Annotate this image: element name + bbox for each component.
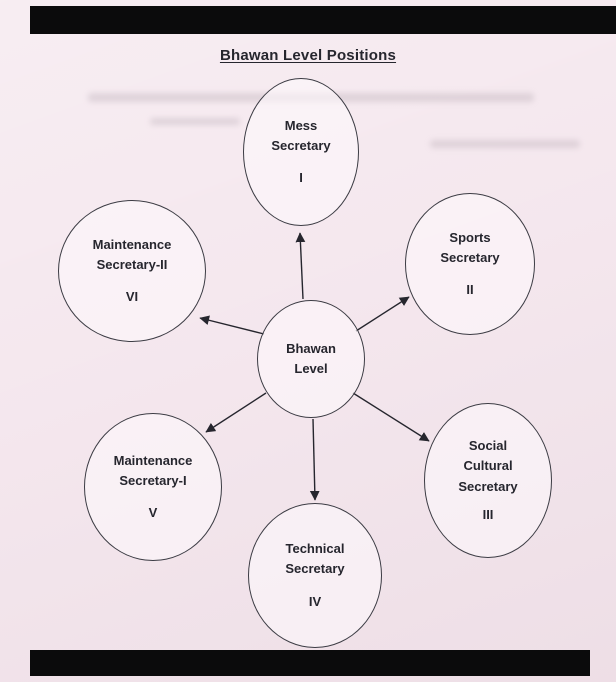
node-label-line: Secretary <box>271 137 331 153</box>
node-label: Maintenance Secretary-II <box>93 235 172 275</box>
node-label: Bhawan Level <box>286 339 336 379</box>
node-label-line: Bhawan <box>286 340 336 356</box>
node-maintenance-secretary-1: Maintenance Secretary-I V <box>84 413 222 561</box>
node-numeral: II <box>466 282 474 298</box>
arrow-center-to-social-cultural-secretary <box>352 392 430 442</box>
node-label-line: Maintenance <box>92 236 172 252</box>
node-label-line: Cultural <box>463 458 513 474</box>
node-label-line: Technical <box>285 541 345 557</box>
arrow-center-to-maintenance-secretary-1 <box>205 392 267 433</box>
node-numeral: V <box>148 505 158 521</box>
node-label: Technical Secretary <box>285 539 344 579</box>
node-label-line: Maintenance <box>113 452 193 468</box>
arrow-center-to-technical-secretary <box>309 418 320 501</box>
node-label-line: Secretary <box>458 478 518 494</box>
node-label: Maintenance Secretary-I <box>114 451 193 491</box>
node-label-line: Sports <box>449 229 491 245</box>
node-numeral: III <box>482 506 494 522</box>
node-numeral: IV <box>308 593 322 609</box>
node-technical-secretary: Technical Secretary IV <box>248 503 382 648</box>
node-label-line: Secretary <box>440 249 500 265</box>
node-bhawan-level: Bhawan Level <box>257 300 365 418</box>
node-sports-secretary: Sports Secretary II <box>405 193 535 335</box>
node-label-line: Secretary-I <box>119 472 187 488</box>
node-label: Mess Secretary <box>271 116 330 156</box>
arrow-center-to-mess-secretary <box>295 232 306 300</box>
page-title: Bhawan Level Positions <box>0 47 616 64</box>
bottom-black-bar <box>30 650 590 676</box>
node-numeral: VI <box>125 289 139 305</box>
node-label-line: Secretary-II <box>96 256 168 272</box>
node-label-line: Level <box>294 361 328 376</box>
node-mess-secretary: Mess Secretary I <box>243 78 359 226</box>
page-title-text: Bhawan Level Positions <box>219 47 397 64</box>
node-label-line: Secretary <box>285 561 345 577</box>
node-label-line: Social <box>468 438 508 454</box>
node-label: Social Cultural Secretary <box>458 436 517 496</box>
top-black-bar <box>30 6 616 34</box>
node-social-cultural-secretary: Social Cultural Secretary III <box>424 403 552 558</box>
arrow-center-to-sports-secretary <box>355 296 410 332</box>
node-numeral: I <box>299 170 303 186</box>
node-maintenance-secretary-2: Maintenance Secretary-II VI <box>58 200 206 342</box>
node-label-line: Mess <box>284 117 318 133</box>
node-label: Sports Secretary <box>440 228 499 268</box>
arrow-center-to-maintenance-secretary-2 <box>199 315 265 335</box>
